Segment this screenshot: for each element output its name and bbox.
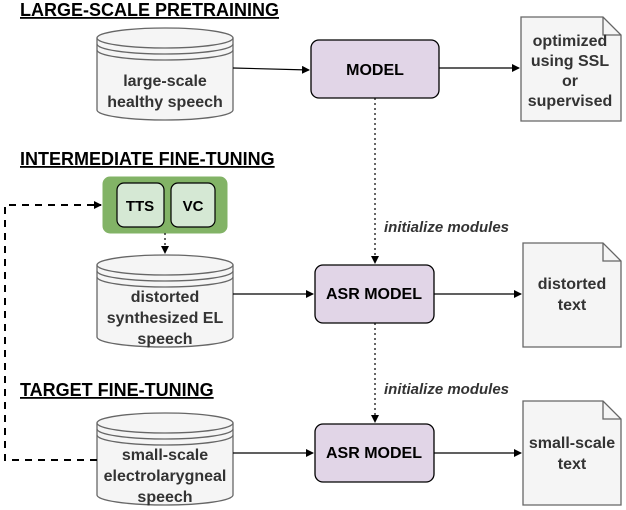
database-target-line-3: speech [137,489,192,506]
output-doc-target: small-scale text [522,400,622,506]
tts-label: TTS [126,198,154,215]
output-pretrain-line-4: supervised [528,93,612,110]
tts-box [116,182,165,228]
output-target-line-1: small-scale [529,435,615,452]
section-heading-pretraining: LARGE-SCALE PRETRAINING [20,0,279,20]
database-pretrain-line-1: large-scale [123,73,207,90]
output-target-line-2: text [558,456,587,473]
vc-label: VC [183,198,204,215]
database-target: small-scale electrolarygneal speech [96,412,234,506]
output-intermediate-line-1: distorted [538,276,606,293]
arrow-db-to-model-pretrain [232,65,310,74]
section-heading-intermediate: INTERMEDIATE FINE-TUNING [20,149,275,169]
vc-box [170,182,216,228]
database-pretrain: large-scale healthy speech [96,27,234,121]
output-doc-intermediate: distorted text [522,242,622,348]
output-intermediate-line-2: text [558,297,587,314]
output-doc-pretrain: optimized using SSL or supervised [520,16,622,122]
database-intermediate-line-1: distorted [131,289,199,306]
output-pretrain-line-2: using SSL [531,53,609,70]
asr-model-label-target: ASR MODEL [326,445,422,462]
asr-model-label-intermediate: ASR MODEL [326,286,422,303]
database-target-line-2: electrolarygneal [104,468,227,485]
label-initialize-1: initialize modules [384,219,509,236]
database-target-line-1: small-scale [122,447,208,464]
output-pretrain-line-1: optimized [533,33,608,50]
arrow-feedback-loop [4,201,102,461]
output-pretrain-line-3: or [562,73,578,90]
label-initialize-2: initialize modules [384,381,509,398]
database-intermediate-line-3: speech [137,331,192,348]
database-pretrain-line-2: healthy speech [107,94,223,111]
database-intermediate-line-2: synthesized EL [107,310,224,327]
model-label-pretrain: MODEL [346,62,404,79]
section-heading-target: TARGET FINE-TUNING [20,380,214,400]
database-intermediate: distorted synthesized EL speech [96,254,234,348]
synthesis-group: TTS VC [102,176,228,234]
